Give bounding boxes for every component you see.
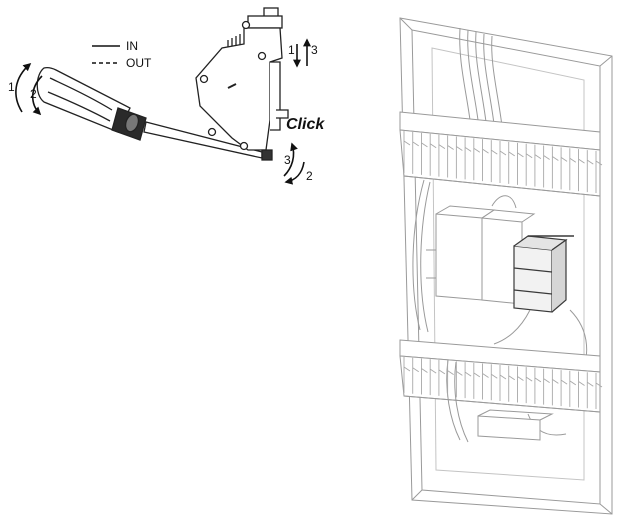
handle-groove <box>47 91 111 122</box>
screw-icon <box>199 74 209 84</box>
terminal-slat <box>560 370 568 407</box>
screw-icon <box>241 20 251 30</box>
terminal-slat <box>525 367 533 404</box>
module-side-view <box>195 7 289 161</box>
top-terminal <box>247 15 283 29</box>
terminal-slat <box>482 363 489 400</box>
handle-step-1: 1 <box>8 80 15 94</box>
ferrule-ring <box>124 113 140 133</box>
terminal-slat <box>586 150 594 193</box>
terminal-slat <box>412 357 419 394</box>
terminal-slat <box>473 362 481 399</box>
module-rear <box>270 61 281 131</box>
rotate-arrow-2 <box>31 75 43 116</box>
terminal-slat <box>403 131 411 173</box>
terminal-slat <box>551 146 559 189</box>
latch-step-2: 2 <box>306 169 313 183</box>
latch-step-3: 3 <box>284 153 291 167</box>
click-label: Click <box>286 116 325 133</box>
terminal-slat <box>560 147 568 190</box>
terminal-slat <box>464 362 472 399</box>
terminal-slat <box>578 149 585 192</box>
frame-corners <box>399 17 613 515</box>
terminal-slat <box>464 137 472 180</box>
din-latch <box>261 149 273 161</box>
terminal-slat <box>543 145 550 188</box>
terminal-slat <box>412 131 419 174</box>
bottom-box <box>477 409 554 441</box>
screw-icon <box>207 127 217 137</box>
terminal-slat <box>499 365 507 401</box>
terminal-slat <box>508 141 515 184</box>
terminal-slat <box>421 132 428 175</box>
terminal-slat <box>534 367 542 404</box>
highlight-module <box>513 235 574 313</box>
terminal-slat <box>569 370 577 407</box>
terminal-slat <box>455 136 463 179</box>
rail-clip <box>276 109 289 119</box>
terminal-slat <box>403 357 411 393</box>
terminal-slat <box>517 366 524 403</box>
terminal-slat <box>499 141 507 183</box>
rotate-arrow-1 <box>15 62 32 113</box>
legend: IN OUT <box>92 39 152 70</box>
terminal-slat <box>534 144 542 187</box>
terminal-slat <box>543 368 550 405</box>
top-terminal-slats <box>403 131 603 193</box>
screwdriver-illustration <box>36 66 263 159</box>
back-panel <box>431 47 585 481</box>
terminal-slat <box>438 359 446 396</box>
terminal-slat <box>482 139 489 182</box>
terminal-slat <box>551 369 559 406</box>
middle-wires <box>412 179 588 381</box>
terminal-slat <box>569 148 577 191</box>
terminal-slat <box>525 143 533 186</box>
latch-arrow-2 <box>284 161 305 185</box>
bottom-terminal-slats <box>403 357 603 409</box>
terminal-slat <box>490 364 498 401</box>
handle-groove <box>49 77 113 111</box>
terminal-slat <box>490 140 498 183</box>
screw-icon <box>257 51 267 61</box>
terminal-slat <box>508 365 515 402</box>
terminal-slat <box>429 133 437 176</box>
terminal-slat <box>455 361 463 398</box>
terminal-slat <box>578 371 585 408</box>
handle-rotation-arrows: 1 2 <box>8 62 43 116</box>
module-step-3: 3 <box>311 43 318 57</box>
terminal-slat <box>447 135 454 178</box>
latch-rotation-arrows: 3 2 <box>283 142 313 185</box>
module-step-arrows: 1 3 <box>288 38 318 68</box>
terminal-slat <box>473 138 481 181</box>
latch-arrow-3 <box>283 142 298 177</box>
terminal-slat <box>517 142 524 185</box>
terminal-slat <box>438 134 446 177</box>
terminal-slat <box>421 358 428 395</box>
terminal-slat <box>447 360 454 397</box>
screw-icon <box>239 141 249 151</box>
handle-step-2: 2 <box>30 87 37 101</box>
module-slot <box>227 83 237 89</box>
cabinet-illustration <box>399 17 613 515</box>
module-step-1: 1 <box>288 43 295 57</box>
terminal-slat <box>586 372 594 409</box>
top-wires <box>459 27 503 127</box>
terminal-slat <box>595 373 603 409</box>
legend-in-label: IN <box>126 39 138 53</box>
legend-out-label: OUT <box>126 56 152 70</box>
terminal-slat <box>595 151 603 193</box>
terminal-slat <box>429 359 437 396</box>
middle-modules <box>426 205 536 305</box>
bottom-wires <box>446 359 567 443</box>
